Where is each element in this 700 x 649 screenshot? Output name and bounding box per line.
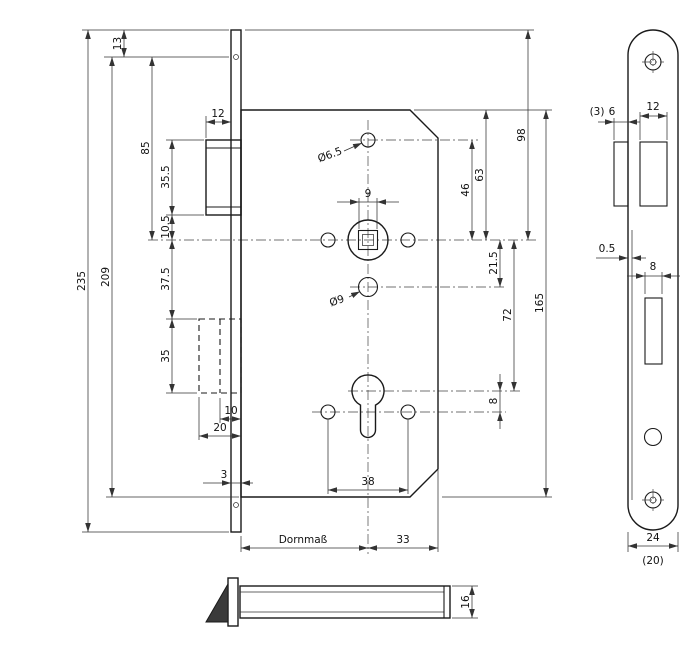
dim-12-side: 12: [646, 101, 659, 113]
dim-72: 72: [502, 308, 514, 321]
extension-lines: [82, 29, 552, 552]
dim-12: 12: [211, 108, 224, 120]
fixing-hole-top: [360, 132, 376, 148]
latch-opening: [639, 141, 668, 207]
dim-9: 9: [365, 188, 372, 200]
dim-dia9: Ø9: [328, 293, 346, 309]
faceplate-section: [227, 577, 239, 627]
dim-10: 10: [224, 405, 237, 417]
side-view: (3) 6 12 0.5 8 24 (20): [590, 29, 680, 567]
dim-35: 35: [160, 349, 172, 362]
screw-hole-bottom: [642, 489, 664, 511]
front-view: 235 13 209 85 35.5 10.5 37.5 35 12 10 20…: [76, 29, 552, 554]
dim-3-paren: (3): [590, 106, 605, 118]
hole-left-of-follower: [320, 232, 336, 248]
dim-8-side: 8: [650, 261, 657, 273]
dim-16: 16: [460, 595, 472, 609]
dim-13: 13: [112, 37, 124, 50]
dim-20: 20: [213, 422, 226, 434]
dim-46: 46: [460, 183, 472, 197]
faceplate-front: [230, 29, 242, 533]
lock-case: [240, 109, 439, 498]
dim-0-5: 0.5: [599, 243, 616, 255]
dim-38: 38: [361, 476, 374, 488]
dim-37-5: 37.5: [160, 267, 172, 290]
dim-98: 98: [516, 128, 528, 141]
deadbolt-opening: [644, 297, 663, 365]
dim-3: 3: [221, 469, 228, 481]
dim-63: 63: [474, 168, 486, 181]
latch-bolt: [205, 139, 242, 216]
follower: [347, 219, 389, 261]
dim-235: 235: [76, 271, 88, 291]
latch-bevel: [205, 582, 229, 623]
dim-10-5: 10.5: [160, 215, 172, 238]
dim-85: 85: [140, 141, 152, 154]
dim-8-front: 8: [488, 398, 500, 405]
round-hole: [643, 427, 663, 447]
bottom-dimensions: [452, 585, 478, 619]
dim-165: 165: [534, 293, 546, 313]
dim-20-paren: (20): [642, 555, 664, 567]
centerlines: [148, 120, 538, 554]
faceplate-screw-bottom: [233, 502, 239, 508]
dim-33: 33: [396, 534, 409, 546]
dim-6: 6: [609, 106, 616, 118]
screw-hole-top: [642, 51, 664, 73]
latch-bar: [239, 585, 451, 619]
side-dimensions: [596, 112, 680, 552]
dim-24: 24: [646, 532, 660, 544]
dim-21-5: 21.5: [488, 251, 500, 274]
dimension-lines: [85, 30, 549, 551]
latch-head-side: [613, 141, 629, 207]
dim-backset: Dornmaß: [279, 534, 328, 546]
dim-209: 209: [100, 267, 112, 287]
hole-right-of-follower: [400, 232, 416, 248]
dim-dia6-5: Ø6.5: [316, 145, 344, 165]
hole-dia9: [357, 276, 379, 298]
euro-cylinder-cutout: [351, 374, 385, 439]
bottom-view: 16: [205, 577, 478, 627]
deadbolt: [198, 318, 242, 394]
faceplate-screw-top: [233, 54, 239, 60]
dim-35-5: 35.5: [160, 165, 172, 188]
faceplate-side: [627, 29, 679, 531]
